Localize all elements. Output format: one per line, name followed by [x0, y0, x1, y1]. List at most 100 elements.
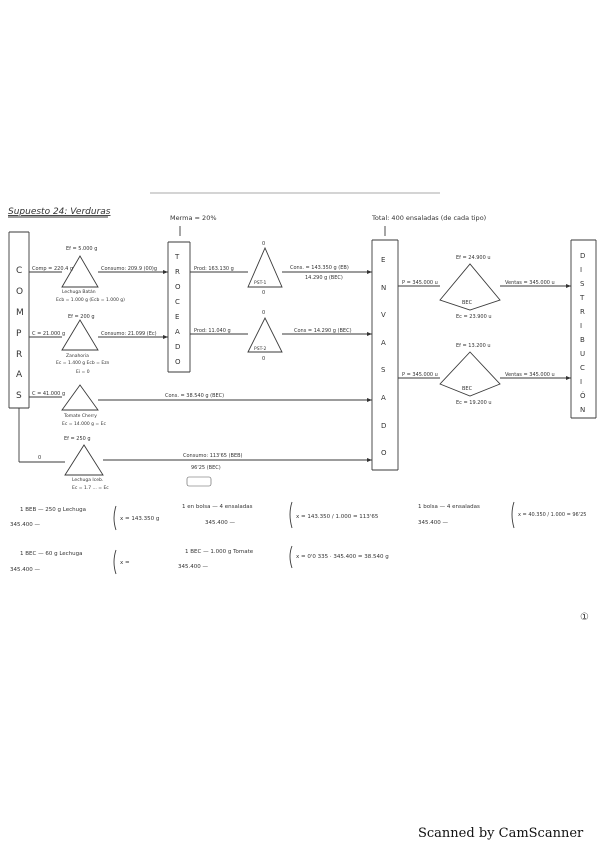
calc-1-result: x = 143.350 g — [120, 516, 159, 522]
pepino-consumo-beb: Consumo: 113'65 (BEB) — [183, 453, 243, 459]
compras-letter: A — [16, 370, 23, 380]
calc-5-line-a: 1 bolsa — 4 ensaladas — [418, 504, 480, 510]
distribucion-letter: D — [580, 252, 585, 260]
page-title: Supuesto 24: Verduras — [8, 207, 111, 217]
envasado-output-2: P = 345.000 u Ef = 13.200 u Ventas = 345… — [398, 343, 571, 406]
distribucion-letter: R — [580, 308, 585, 316]
merma-label: Merma = 20% — [170, 214, 217, 222]
zanahoria-row: Ef = 200 g C = 21.000 g Consumo: 21.099 … — [29, 314, 168, 375]
calc-3-line-b: 345.400 — — [205, 520, 235, 526]
pepino-row: Ef = 250 g 0 Lechuga Iceb. Ec = 1.7 ... … — [18, 408, 372, 491]
envasado-ef-1: Ef = 24.900 u — [456, 255, 491, 261]
troceado-letter: T — [174, 253, 180, 261]
compras-letter: P — [16, 329, 22, 339]
envasado-column: E N V A S A D O — [371, 239, 399, 471]
calc-2-result: x = — [120, 560, 130, 566]
calc-block-4: 1 BEC — 1.000 g Tomate 345.400 — x = 0'0… — [178, 545, 389, 570]
envasado-letter: N — [381, 284, 386, 292]
envasado-output-1: P = 345.000 u Ef = 24.900 u Ventas = 345… — [398, 255, 571, 320]
tomate-row: C = 41.000 g Tomate Cherry Ec = 14.000 g… — [29, 384, 372, 427]
envasado-letter: O — [381, 449, 387, 457]
lechuga-ec: Ecb = 1.000 g (Ecb = 1.000 g) — [56, 297, 125, 303]
distribucion-letter: N — [580, 406, 585, 414]
distribucion-letter: I — [580, 378, 582, 386]
calc-4-line-a: 1 BEC — 1.000 g Tomate — [185, 549, 254, 555]
troceado-prod-1: Prod: 163.130 g — [194, 266, 234, 272]
envasado-ventas-2: Ventas = 345.000 u — [505, 372, 555, 378]
tomate-consumo: Cons. = 38.540 g (BEC) — [165, 393, 224, 399]
troceado-letter: O — [175, 283, 181, 291]
compras-letter: S — [16, 391, 22, 401]
troceado-tri-1-label: PST-1 — [254, 280, 267, 286]
calc-5-result: x = 40.350 / 1.000 = 96'25 — [518, 512, 586, 518]
calc-block-3: 1 en bolsa — 4 ensaladas 345.400 — x = 1… — [182, 501, 379, 529]
zanahoria-ec: Ec = 1.400 g Ecb = Ezn — [56, 360, 110, 366]
troceado-letter: R — [175, 268, 180, 276]
calc-5-line-b: 345.400 — — [418, 520, 448, 526]
distribucion-letter: I — [580, 266, 582, 274]
zanahoria-ei: Ei = 0 — [76, 369, 90, 375]
envasado-ec-2: Ec = 19.200 u — [456, 400, 492, 406]
envasado-ventas-1: Ventas = 345.000 u — [505, 280, 555, 286]
distribucion-letter: U — [580, 350, 585, 358]
troceado-prod-2: Prod: 11.040 g — [194, 328, 231, 334]
distribucion-letter: I — [580, 322, 582, 330]
envasado-letter: D — [381, 422, 386, 430]
calc-1-line-b: 345.400 — — [10, 522, 40, 528]
pepino-ec: Ec = 1.7 ... = Ec — [72, 485, 109, 491]
envasado-ec-1: Ec = 23.900 u — [456, 314, 492, 320]
compras-letter: R — [16, 350, 22, 360]
envasado-p-1: P = 345.000 u — [402, 280, 438, 286]
tri-bottom-label: 0 — [262, 356, 265, 362]
scanner-footer: Scanned by CamScanner — [418, 826, 584, 841]
lechuga-ef: Ef = 5.000 g — [66, 246, 97, 252]
distribucion-letter: B — [580, 336, 585, 344]
troceado-tri-2-label: PST-2 — [254, 346, 267, 352]
calc-2-line-a: 1 BEC — 60 g Lechuga — [20, 551, 83, 557]
troceado-cons-1b: 14.290 g (BEC) — [305, 275, 343, 281]
compras-letter: C — [16, 266, 22, 276]
envasado-letter: A — [381, 394, 386, 402]
lechuga-consumo: Consumo: 209.9 (00)g — [101, 266, 157, 272]
calc-2-line-b: 345.400 — — [10, 567, 40, 573]
envasado-letter: E — [381, 256, 385, 264]
lechuga-row: Ef = 5.000 g Comp = 220.4 g Consumo: 209… — [29, 246, 168, 303]
troceado-letter: E — [175, 313, 179, 321]
zanahoria-consumo: Consumo: 21.099 (Ec) — [101, 331, 157, 337]
envasado-bec-1: BEC — [462, 300, 473, 306]
tomate-ec: Ec = 14.000 g = Ec — [62, 421, 106, 427]
total-envasados-label: Total: 400 ensaladas (de cada tipo) — [371, 214, 486, 222]
compras-letter: M — [16, 308, 24, 318]
troceado-letter: C — [175, 298, 180, 306]
troceado-letter: A — [175, 328, 180, 336]
troceado-output-2: 0 Prod: 11.040 g PST-2 0 Cons = 14.290 g… — [190, 310, 372, 362]
calc-4-line-b: 345.400 — — [178, 564, 208, 570]
troceado-output-1: 0 Prod: 163.130 g PST-1 0 Cons. = 143.35… — [190, 241, 372, 296]
zanahoria-label: Zanahoria — [66, 353, 89, 359]
envasado-letter: S — [381, 366, 386, 374]
pepino-compras: 0 — [38, 455, 41, 461]
page-number: ① — [580, 612, 589, 623]
envasado-letter: A — [381, 339, 386, 347]
distribucion-letter: C — [580, 364, 585, 372]
tri-top-label: 0 — [262, 241, 265, 247]
zanahoria-compras: C = 21.000 g — [32, 331, 65, 337]
calc-block-1: 1 BEB — 250 g Lechuga 345.400 — x = 143.… — [10, 505, 159, 531]
pepino-ef: Ef = 250 g — [64, 436, 91, 442]
envasado-bec-2: BEC — [462, 386, 473, 392]
envasado-p-2: P = 345.000 u — [402, 372, 438, 378]
zanahoria-ef: Ef = 200 g — [68, 314, 95, 320]
tomate-label: Tomate Cherry — [63, 413, 97, 419]
pepino-consumo-bec: 96'25 (BEC) — [191, 465, 221, 471]
calc-3-result: x = 143.350 / 1.000 = 113'65 — [296, 514, 379, 520]
troceado-column: T R O C E A D O — [167, 241, 191, 373]
lechuga-label: Lechuga Batán — [62, 288, 96, 295]
troceado-letter: O — [175, 358, 181, 366]
calc-block-5: 1 bolsa — 4 ensaladas 345.400 — x = 40.3… — [418, 501, 586, 529]
compras-column: C O M P R A S — [8, 231, 30, 409]
tri-bottom-label: 0 — [262, 290, 265, 296]
distribucion-column: D I S T R I B U C I Ó N — [570, 239, 597, 419]
calc-3-line-a: 1 en bolsa — 4 ensaladas — [182, 504, 253, 510]
calc-4-result: x = 0'0 335 · 345.400 = 38.540 g — [296, 554, 389, 560]
